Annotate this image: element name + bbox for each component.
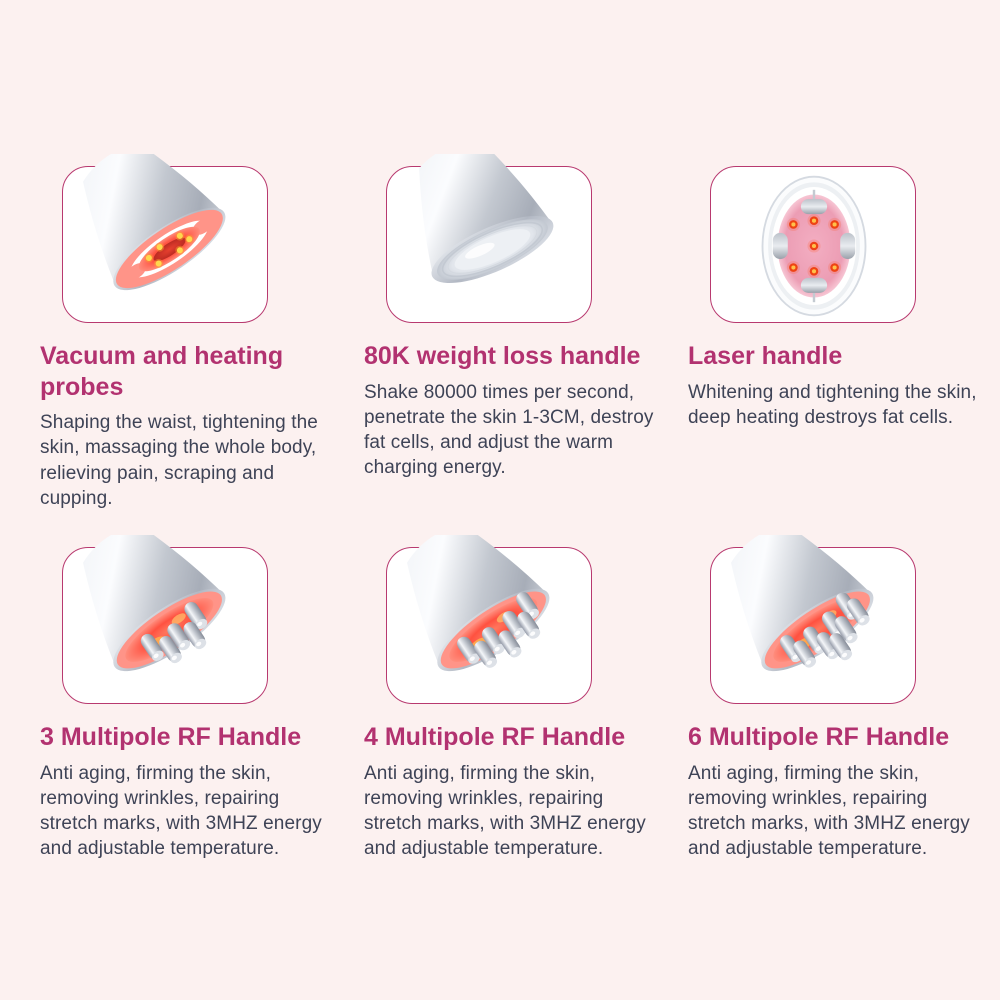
- card-description: Shaping the waist, tightening the skin, …: [40, 412, 318, 509]
- feature-card-vacuum-heating: Vacuum and heating probes Shaping the wa…: [40, 154, 340, 511]
- card-title: Laser handle: [688, 342, 843, 370]
- product-features-grid: Vacuum and heating probes Shaping the wa…: [40, 154, 988, 862]
- card-description: Anti aging, firming the skin, removing w…: [364, 762, 646, 860]
- feature-card-4-multipole: 4 Multipole RF Handle Anti aging, firmin…: [364, 535, 664, 862]
- card-description: Whitening and tightening the skin, deep …: [688, 381, 977, 428]
- card-description: Shake 80000 times per second, penetrate …: [364, 381, 654, 479]
- 80k-handle-illustration: [386, 154, 562, 297]
- rf-handle-4-image-frame: [380, 535, 592, 705]
- rf-handle-6-illustration: [704, 535, 885, 686]
- feature-card-6-multipole: 6 Multipole RF Handle Anti aging, firmin…: [688, 535, 988, 862]
- card-description: Anti aging, firming the skin, removing w…: [688, 762, 970, 860]
- laser-handle-image-frame: [710, 166, 916, 323]
- card-title: 6 Multipole RF Handle: [688, 723, 950, 752]
- feature-card-3-multipole: 3 Multipole RF Handle Anti aging, firmin…: [40, 535, 340, 862]
- feature-card-80k-handle: 80K weight loss handle Shake 80000 times…: [364, 154, 664, 511]
- vacuum-probe-image-frame: [56, 154, 268, 323]
- card-title: 4 Multipole RF Handle: [364, 723, 626, 752]
- rf-handle-4-illustration: [380, 535, 561, 686]
- vacuum-probe-illustration: [56, 154, 237, 305]
- card-description: Anti aging, firming the skin, removing w…: [40, 762, 322, 860]
- card-title: 3 Multipole RF Handle: [40, 723, 302, 752]
- rf-handle-3-illustration: [56, 535, 237, 686]
- feature-card-laser-handle: Laser handle Whitening and tightening th…: [688, 166, 988, 511]
- rf-handle-6-image-frame: [704, 535, 916, 705]
- laser-handle-illustration: [761, 175, 867, 317]
- rf-handle-3-image-frame: [56, 535, 268, 705]
- card-title: Vacuum and heating probes: [40, 342, 284, 401]
- 80k-handle-image-frame: [386, 154, 592, 323]
- card-title: 80K weight loss handle: [364, 342, 641, 370]
